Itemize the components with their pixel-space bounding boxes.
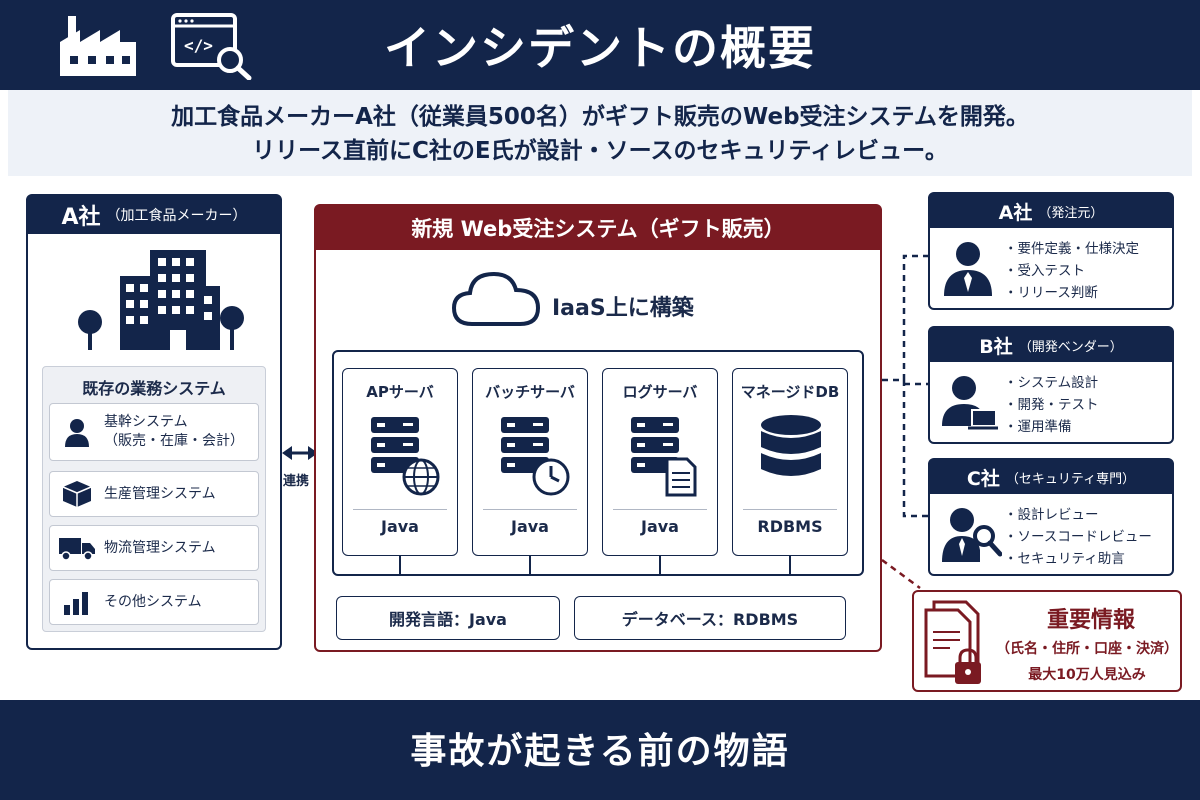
role-b-name: B社 [979, 335, 1013, 358]
list-item: セキュリティ助言 [1004, 548, 1152, 570]
developer-icon [942, 376, 998, 430]
role-c-subtitle: （セキュリティ専門） [1005, 471, 1136, 487]
role-a-subtitle: （発注元） [1038, 205, 1104, 221]
important-info-scale: 最大10万人見込み [1028, 667, 1146, 683]
server-batch: バッチサーバ Java [472, 368, 588, 556]
header-bar: </> インシデントの概要 [0, 0, 1200, 90]
list-item: 開発・テスト [1004, 394, 1099, 416]
locked-document-icon [924, 600, 981, 684]
server-connector-lines [399, 556, 791, 576]
system-core-name: 基幹システム [104, 414, 188, 430]
role-company-a: A社 （発注元） 要件定義・仕様決定 受入テスト リリース判断 [928, 192, 1174, 310]
intro-summary: 加工食品メーカーA社（従業員500名）がギフト販売のWeb受注システムを開発。 … [8, 90, 1192, 176]
important-info-box: 重要情報 （氏名・住所・口座・決済） 最大10万人見込み [912, 590, 1182, 692]
role-a-name: A社 [998, 201, 1033, 224]
intro-line-1: 加工食品メーカーA社（従業員500名）がギフト販売のWeb受注システムを開発。 [171, 104, 1029, 130]
new-system-title: 新規 Web受注システム（ギフト販売） [316, 206, 880, 250]
iaas-label: IaaS上に構築 [552, 296, 694, 321]
cloud-icon [451, 271, 541, 326]
security-reviewer-icon [942, 508, 1002, 562]
important-info-detail: （氏名・住所・口座・決済） [996, 641, 1178, 657]
footer-text: 事故が起きる前の物語 [410, 731, 790, 772]
role-a-list: 要件定義・仕様決定 受入テスト リリース判断 [1004, 238, 1140, 304]
footer-bar: 事故が起きる前の物語 [0, 700, 1200, 800]
company-a-subtitle: （加工食品メーカー） [106, 208, 247, 224]
business-person-icon [944, 242, 992, 296]
list-item: 要件定義・仕様決定 [1004, 238, 1140, 260]
link-label: 連携 [282, 474, 309, 489]
box-icon [62, 481, 92, 507]
server-log-name: ログサーバ [622, 383, 698, 401]
svg-text:</>: </> [184, 36, 213, 55]
server-batch-lang: Java [511, 517, 549, 536]
existing-systems-title: 既存の業務システム [82, 379, 226, 398]
role-c-list: 設計レビュー ソースコードレビュー セキュリティ助言 [1004, 504, 1152, 570]
important-info-title: 重要情報 [1046, 608, 1135, 633]
list-item: 運用準備 [1004, 416, 1099, 438]
server-db: マネージドDB RDBMS [732, 368, 848, 556]
system-production: 生産管理システム [49, 471, 259, 517]
log-server-icon [631, 417, 697, 497]
system-other-name: その他システム [104, 593, 202, 610]
role-b-list: システム設計 開発・テスト 運用準備 [1004, 372, 1099, 438]
server-log: ログサーバ Java [602, 368, 718, 556]
batch-server-icon [501, 417, 570, 496]
code-search-icon: </> [171, 13, 252, 80]
system-logistics: 物流管理システム [49, 525, 259, 571]
server-ap: APサーバ Java [342, 368, 458, 556]
database-icon [761, 415, 821, 476]
server-batch-name: バッチサーバ [485, 383, 575, 401]
dev-language-box: 開発言語：Java [336, 596, 560, 640]
database-box: データベース：RDBMS [574, 596, 846, 640]
list-item: リリース判断 [1004, 282, 1139, 304]
truck-icon [59, 538, 95, 561]
role-c-header: C社 （セキュリティ専門） [930, 460, 1172, 494]
existing-systems-box: 既存の業務システム 基幹システム （販売・在庫・会計） 生産管理システム 物流管理… [42, 366, 266, 632]
bar-chart-icon [64, 592, 88, 615]
system-other: その他システム [49, 579, 259, 625]
server-db-lang: RDBMS [757, 517, 823, 536]
server-ap-lang: Java [381, 517, 419, 536]
web-server-icon [371, 417, 440, 496]
list-item: ソースコードレビュー [1004, 526, 1152, 548]
role-b-header: B社 （開発ベンダー） [930, 328, 1172, 362]
factory-icon [60, 16, 136, 76]
system-core-detail: （販売・在庫・会計） [104, 433, 244, 449]
system-core: 基幹システム （販売・在庫・会計） [49, 403, 259, 461]
server-log-lang: Java [641, 517, 679, 536]
office-building-icon [78, 250, 244, 350]
page-title: インシデントの概要 [384, 21, 816, 75]
person-icon [65, 419, 89, 447]
company-a-header: A社 （加工食品メーカー） [28, 196, 280, 234]
list-item: 設計レビュー [1004, 504, 1152, 526]
company-a-name: A社 [61, 205, 101, 230]
system-logistics-name: 物流管理システム [104, 539, 216, 556]
role-company-c: C社 （セキュリティ専門） 設計レビュー ソースコードレビュー セキュリティ助言 [928, 458, 1174, 576]
list-item: 受入テスト [1004, 260, 1139, 282]
company-a-panel: A社 （加工食品メーカー） 既存の業務システム 基幹システム （販売・在庫・会計） [26, 194, 282, 650]
server-ap-name: APサーバ [366, 383, 434, 401]
server-group: APサーバ Java バッチサーバ [332, 350, 864, 576]
new-system-panel: 新規 Web受注システム（ギフト販売） IaaS上に構築 APサーバ Java … [314, 204, 882, 652]
intro-line-2: リリース直前にC社のE氏が設計・ソースのセキュリティレビュー。 [252, 138, 948, 164]
role-b-subtitle: （開発ベンダー） [1018, 339, 1123, 355]
role-c-name: C社 [966, 467, 1000, 490]
server-db-name: マネージドDB [740, 383, 840, 401]
role-company-b: B社 （開発ベンダー） システム設計 開発・テスト 運用準備 [928, 326, 1174, 444]
list-item: システム設計 [1004, 372, 1099, 394]
role-a-header: A社 （発注元） [930, 194, 1172, 228]
system-production-name: 生産管理システム [104, 485, 216, 502]
